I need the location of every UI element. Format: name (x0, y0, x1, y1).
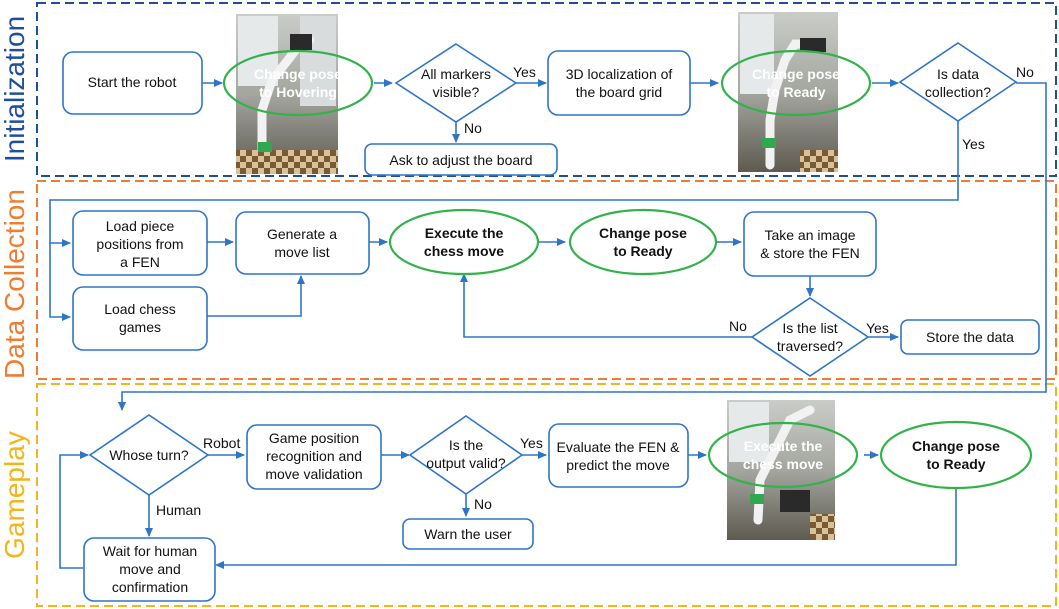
svg-text:& store the FEN: & store the FEN (760, 245, 860, 261)
svg-text:recognition and: recognition and (266, 448, 362, 464)
svg-text:Evaluate the FEN &: Evaluate the FEN & (557, 439, 681, 455)
svg-text:Is data: Is data (937, 66, 979, 82)
svg-text:move list: move list (274, 244, 329, 260)
svg-text:Execute the: Execute the (425, 225, 504, 241)
svg-text:output valid?: output valid? (426, 455, 506, 471)
svg-text:Load piece: Load piece (106, 218, 175, 234)
store-data-node: Store the data (900, 319, 1040, 355)
start-robot-node: Start the robot (62, 51, 203, 115)
label-data-q-yes: Yes (962, 136, 985, 152)
svg-text:predict the move: predict the move (566, 457, 670, 473)
svg-text:Is the list: Is the list (782, 320, 837, 336)
svg-text:to Ready: to Ready (613, 243, 672, 259)
svg-text:traversed?: traversed? (777, 338, 843, 354)
label-whose-robot: Robot (203, 435, 240, 451)
svg-text:move validation: move validation (265, 466, 362, 482)
svg-text:Is the: Is the (449, 437, 483, 453)
label-valid-no: No (474, 496, 492, 512)
label-list-yes: Yes (866, 320, 889, 336)
svg-text:Store the data: Store the data (926, 329, 1014, 345)
localization-node: 3D localization of the board grid (547, 50, 691, 116)
execute-move-dc-node: Execute the chess move (388, 208, 540, 276)
svg-text:visible?: visible? (433, 84, 480, 100)
edge-wait-to-whose (59, 451, 89, 569)
svg-text:Ask to adjust the board: Ask to adjust the board (389, 152, 532, 168)
label-markers-yes: Yes (513, 64, 536, 80)
svg-text:games: games (119, 319, 161, 335)
svg-text:to Ready: to Ready (926, 456, 985, 472)
edge-data-q-yes (49, 121, 959, 247)
label-data-q-no: No (1016, 64, 1034, 80)
ready-pose-init-node: Change pose to Ready (720, 49, 872, 117)
list-traversed-decision: Is the list traversed? (750, 297, 870, 377)
edge-ready-to-wait (215, 488, 957, 569)
svg-text:3D localization of: 3D localization of (566, 66, 673, 82)
label-markers-no: No (464, 120, 482, 136)
initialization-section (36, 2, 1057, 177)
section-title-data-collection: Data Collection (0, 189, 30, 379)
robot-photo-hovering (236, 14, 338, 174)
svg-text:Load chess: Load chess (104, 301, 176, 317)
section-title-gameplay: Gameplay (0, 431, 30, 559)
svg-text:Generate a: Generate a (267, 226, 337, 242)
markers-visible-decision: All markers visible? (394, 43, 518, 123)
svg-text:move and: move and (119, 561, 180, 577)
svg-text:to Hovering: to Hovering (259, 84, 337, 100)
edge-list-no (460, 273, 752, 338)
section-title-initialization: Initialization (0, 16, 30, 162)
hover-pose-node: Change pose to Hovering (222, 49, 374, 117)
svg-text:a FEN: a FEN (120, 254, 160, 270)
edge-data-q-yes-games (49, 243, 71, 321)
wait-human-node: Wait for human move and confirmation (83, 537, 216, 602)
label-valid-yes: Yes (520, 435, 543, 451)
whose-turn-decision: Whose turn? (88, 414, 210, 496)
output-valid-decision: Is the output valid? (408, 415, 524, 495)
svg-text:Warn the user: Warn the user (424, 526, 512, 542)
svg-text:Change pose: Change pose (752, 66, 840, 82)
adjust-board-node: Ask to adjust the board (364, 143, 558, 176)
ready-pose-gp-node: Change pose to Ready (879, 420, 1033, 490)
svg-text:Whose turn?: Whose turn? (109, 447, 189, 463)
svg-text:chess move: chess move (743, 456, 823, 472)
svg-text:collection?: collection? (925, 84, 991, 100)
svg-text:Change pose: Change pose (599, 225, 687, 241)
load-games-node: Load chess games (72, 286, 208, 351)
edge-games-to-gen (207, 275, 305, 317)
data-collection-section (36, 180, 1057, 380)
svg-text:Start the robot: Start the robot (88, 74, 177, 90)
label-list-no: No (729, 318, 747, 334)
svg-text:the board grid: the board grid (576, 84, 662, 100)
recognition-node: Game position recognition and move valid… (246, 424, 382, 490)
svg-text:Change pose: Change pose (254, 66, 342, 82)
svg-text:positions from: positions from (96, 236, 183, 252)
execute-move-gp-node: Execute the chess move (707, 421, 859, 489)
svg-text:Execute the: Execute the (744, 438, 823, 454)
ready-pose-dc-node: Change pose to Ready (568, 208, 718, 276)
data-collection-decision: Is data collection? (898, 42, 1018, 122)
evaluate-fen-node: Evaluate the FEN & predict the move (548, 423, 689, 488)
edge-data-q-no (118, 82, 1047, 411)
take-image-node: Take an image & store the FEN (743, 211, 877, 277)
svg-text:confirmation: confirmation (112, 579, 188, 595)
load-fen-node: Load piece positions from a FEN (72, 210, 208, 276)
gameplay-section (36, 383, 1057, 607)
label-whose-human: Human (156, 502, 201, 518)
svg-text:Change pose: Change pose (912, 438, 1000, 454)
svg-text:chess move: chess move (424, 243, 504, 259)
svg-text:All markers: All markers (421, 66, 491, 82)
svg-text:Take an image: Take an image (764, 227, 855, 243)
svg-text:Game position: Game position (269, 430, 359, 446)
generate-moves-node: Generate a move list (235, 211, 370, 275)
svg-text:to Ready: to Ready (766, 84, 825, 100)
warn-user-node: Warn the user (402, 518, 534, 550)
svg-text:Wait for human: Wait for human (103, 543, 197, 559)
